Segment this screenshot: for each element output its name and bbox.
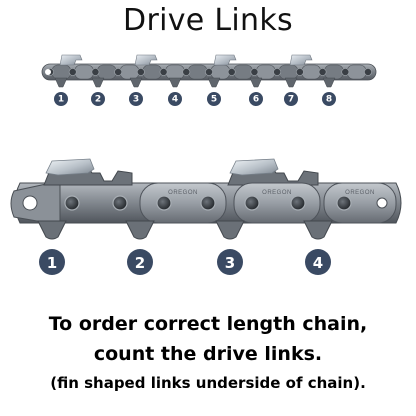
drive-link-badge-number: 8 — [326, 95, 332, 105]
cutter-tooth-icon — [59, 54, 83, 66]
drive-link-badge-number: 5 — [211, 95, 217, 105]
page-title: Drive Links — [123, 3, 293, 38]
rivet-icon — [336, 195, 352, 211]
drive-link-badge-icon — [305, 249, 331, 275]
drive-link-badge-number: 4 — [172, 95, 178, 105]
drive-link-badge-icon — [54, 92, 68, 106]
drive-link-badge-icon — [91, 92, 105, 106]
drive-link-badge-icon — [284, 92, 298, 106]
rivet-icon — [182, 68, 191, 76]
end-hole — [22, 195, 38, 211]
cutter-tooth-icon — [45, 158, 95, 176]
cutter-tooth-icon — [213, 54, 237, 66]
rivet-icon — [290, 195, 306, 211]
drive-link-fin — [284, 77, 298, 88]
link-plate — [301, 64, 321, 80]
drive-link-fin — [303, 220, 333, 240]
link-plate — [51, 64, 72, 80]
rivet-icon — [159, 68, 168, 76]
small-chain-diagram: 1 2 3 4 5 6 7 8 — [41, 54, 377, 106]
drive-link-badge-number: 1 — [58, 95, 64, 105]
cutter-tooth-icon — [289, 54, 313, 66]
drive-link-badge-icon — [249, 92, 263, 106]
link-plate — [74, 64, 94, 80]
link-plate — [139, 182, 227, 224]
drive-link-badge-icon — [322, 92, 336, 106]
link-plate — [233, 182, 321, 224]
drive-link-badge-number: 4 — [313, 254, 323, 272]
drive-link-badge-icon — [207, 92, 221, 106]
rivet-icon — [91, 68, 100, 76]
drive-link-badge-icon — [217, 249, 243, 275]
rivet-icon — [68, 68, 77, 76]
link-plate — [119, 64, 140, 80]
drive-link-fin — [168, 77, 182, 88]
rivet-icon — [227, 68, 236, 76]
caption-line-2: count the drive links. — [93, 343, 323, 365]
drive-link-fin — [322, 77, 336, 88]
drive-link-badge-number: 6 — [253, 95, 259, 105]
link-plate — [142, 64, 162, 80]
plate-brand-label: OREGON — [168, 190, 198, 196]
drive-link-fin — [129, 77, 143, 88]
link-plate — [324, 64, 344, 80]
drive-link-fin — [54, 77, 68, 88]
drive-link-fin — [37, 220, 67, 240]
rivet-icon — [364, 68, 372, 76]
drive-link-fin — [207, 77, 221, 88]
rivet-icon — [136, 68, 145, 76]
caption-line-1: To order correct length chain, — [48, 313, 368, 335]
link-plate — [187, 64, 208, 80]
link-plate — [233, 64, 253, 80]
caption-line-3: (fin shaped links underside of chain). — [50, 374, 366, 392]
rivet-icon — [341, 68, 350, 76]
end-hole — [45, 69, 51, 75]
drive-link-badge-number: 3 — [225, 254, 235, 272]
drive-link-fin — [249, 77, 263, 88]
cutter-tooth-icon — [134, 54, 158, 66]
drive-link-badge-number: 2 — [95, 95, 101, 105]
drive-link-fin — [125, 220, 155, 240]
drive-link-badge-icon — [168, 92, 182, 106]
drive-link-fin — [215, 220, 245, 240]
rivet-icon — [112, 195, 128, 211]
link-plate — [165, 64, 185, 80]
rivet-icon — [156, 195, 172, 211]
plate-brand-label: OREGON — [345, 190, 375, 196]
drive-link-badge-number: 2 — [135, 254, 145, 272]
rivet-icon — [250, 68, 259, 76]
cutter-tooth-icon — [229, 158, 279, 176]
rivet-icon — [200, 195, 216, 211]
drive-link-badge-number: 3 — [133, 95, 139, 105]
plate-brand-label: OREGON — [262, 190, 292, 196]
link-plate — [210, 64, 231, 80]
rivet-icon — [205, 68, 213, 76]
drive-link-badge-number: 1 — [47, 254, 57, 272]
drive-link-badge-icon — [39, 249, 65, 275]
rivet-icon — [114, 68, 123, 76]
drive-link-badge-icon — [129, 92, 143, 106]
rivet-icon — [244, 195, 260, 211]
link-plate — [256, 64, 276, 80]
rivet-icon — [64, 195, 80, 211]
end-hole — [376, 197, 388, 209]
rivet-icon — [318, 68, 327, 76]
rivet-icon — [295, 68, 304, 76]
link-plate — [323, 182, 397, 224]
drive-link-fin — [91, 77, 105, 88]
large-chain-diagram: OREGON OREGON OREGON 1 2 3 4 — [10, 158, 402, 275]
link-plate — [97, 64, 117, 80]
drive-link-badge-icon — [127, 249, 153, 275]
link-plate — [346, 64, 367, 80]
rivet-icon — [273, 68, 282, 76]
link-plate — [278, 64, 299, 80]
drive-link-badge-number: 7 — [288, 95, 294, 105]
